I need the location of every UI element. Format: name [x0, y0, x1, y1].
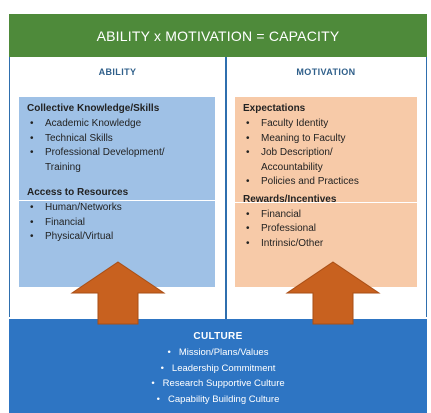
motivation-column-heading: MOTIVATION [296, 67, 356, 77]
list-item: Human/Networks [27, 201, 207, 216]
culture-band: CULTURE •Mission/Plans/Values •Leadershi… [9, 319, 427, 413]
culture-item: •Research Supportive Culture [151, 378, 285, 389]
collective-knowledge-title: Collective Knowledge/Skills [27, 103, 160, 114]
rewards-incentives-list: Financial Professional Intrinsic/Other [243, 208, 409, 252]
ability-box-divider [19, 200, 215, 201]
list-item: Financial [27, 216, 207, 231]
list-item: Technical Skills [27, 132, 207, 147]
list-item: Meaning to Faculty [243, 132, 409, 147]
list-item-continuation: Training [45, 161, 81, 173]
expectations-list: Faculty Identity Meaning to Faculty Job … [243, 117, 409, 190]
access-resources-title: Access to Resources [27, 187, 129, 198]
motivation-box-divider [235, 202, 417, 203]
list-item-continuation: Accountability [261, 161, 323, 173]
list-item: Job Description/ [243, 146, 409, 161]
motivation-up-arrow-icon [285, 261, 381, 325]
culture-title: CULTURE [193, 331, 243, 342]
access-resources-list: Human/Networks Financial Physical/Virtua… [27, 201, 207, 245]
motivation-box: Expectations Faculty Identity Meaning to… [235, 97, 417, 287]
ability-box: Collective Knowledge/Skills Academic Kno… [19, 97, 215, 287]
list-item: Physical/Virtual [27, 230, 207, 245]
list-item: Faculty Identity [243, 117, 409, 132]
culture-item: •Leadership Commitment [160, 362, 276, 374]
ability-column-heading: ABILITY [98, 67, 137, 77]
column-divider [225, 57, 227, 319]
collective-knowledge-list: Academic Knowledge Technical Skills Prof… [27, 117, 207, 175]
list-item: Policies and Practices [243, 175, 409, 190]
expectations-title: Expectations [243, 103, 306, 114]
list-item: Professional [243, 222, 409, 237]
diagram-title: ABILITY x MOTIVATION = CAPACITY [9, 14, 427, 57]
list-item: Professional Development/ [27, 146, 207, 161]
culture-item: •Mission/Plans/Values [167, 347, 269, 358]
culture-item: •Capability Building Culture [156, 393, 280, 405]
rewards-incentives-title: Rewards/Incentives [243, 193, 337, 205]
list-item: Intrinsic/Other [243, 237, 409, 252]
ability-up-arrow-icon [70, 261, 166, 325]
list-item: Financial [243, 208, 409, 223]
culture-list: •Mission/Plans/Values •Leadership Commit… [9, 345, 427, 407]
list-item: Academic Knowledge [27, 117, 207, 132]
